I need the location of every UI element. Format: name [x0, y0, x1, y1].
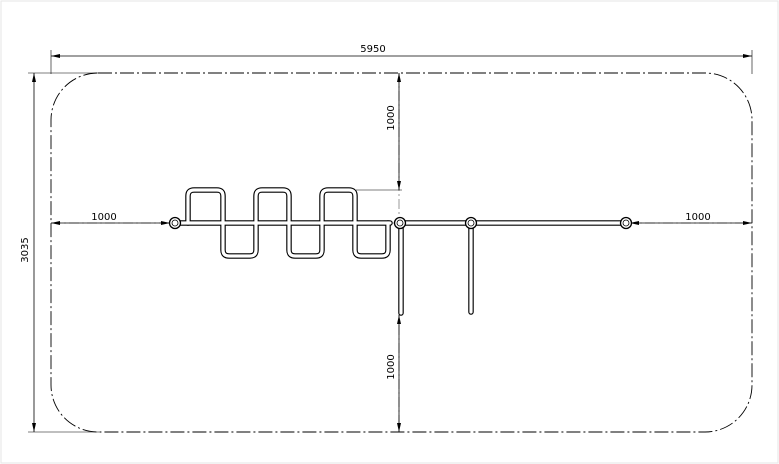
top-clearance-label: 1000	[386, 105, 397, 130]
post-right	[619, 216, 633, 230]
overall-width-dimension: 3035	[20, 72, 99, 433]
overall-width-label: 3035	[20, 237, 31, 262]
left-clearance-dimension: 1000	[51, 212, 170, 225]
post-center	[393, 216, 407, 230]
overall-length-label: 5950	[360, 44, 385, 55]
post-left	[168, 216, 182, 230]
overall-length-dimension: 5950	[50, 44, 753, 74]
zigzag-climbing-frame	[175, 187, 393, 259]
safety-zone-boundary	[50, 72, 753, 433]
left-clearance-label: 1000	[91, 212, 116, 223]
top-clearance-dimension: 1000	[356, 73, 402, 191]
horizontal-bar-assembly	[397, 220, 627, 316]
post-middle	[464, 216, 478, 230]
bottom-clearance-dimension: 1000	[386, 315, 401, 432]
right-clearance-dimension: 1000	[630, 212, 752, 225]
right-clearance-label: 1000	[685, 212, 710, 223]
bottom-clearance-label: 1000	[386, 354, 397, 379]
